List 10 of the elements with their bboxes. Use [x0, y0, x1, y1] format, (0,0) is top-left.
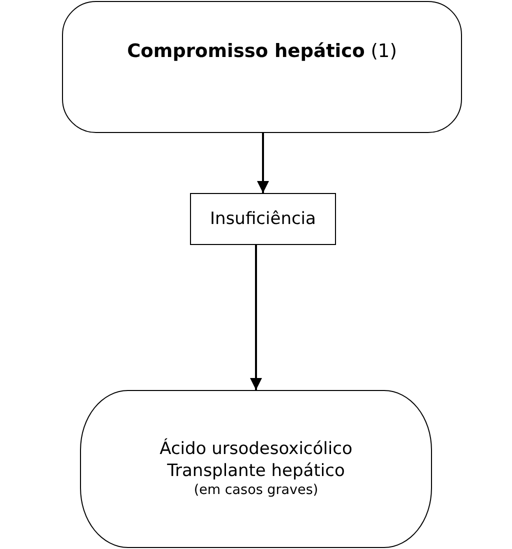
- process-box: [190, 193, 336, 245]
- note-text: (em casos graves): [194, 482, 318, 500]
- node-text: Transplante hepático: [167, 460, 345, 482]
- terminal-box: [80, 390, 432, 548]
- terminal-box: [62, 1, 462, 133]
- node-text: Ácido ursodesoxicólico: [160, 438, 352, 460]
- arrow: [257, 133, 269, 193]
- node-text: Compromisso hepático (1): [127, 40, 397, 64]
- node-text: Insuficiência: [210, 208, 316, 230]
- arrow: [250, 245, 262, 390]
